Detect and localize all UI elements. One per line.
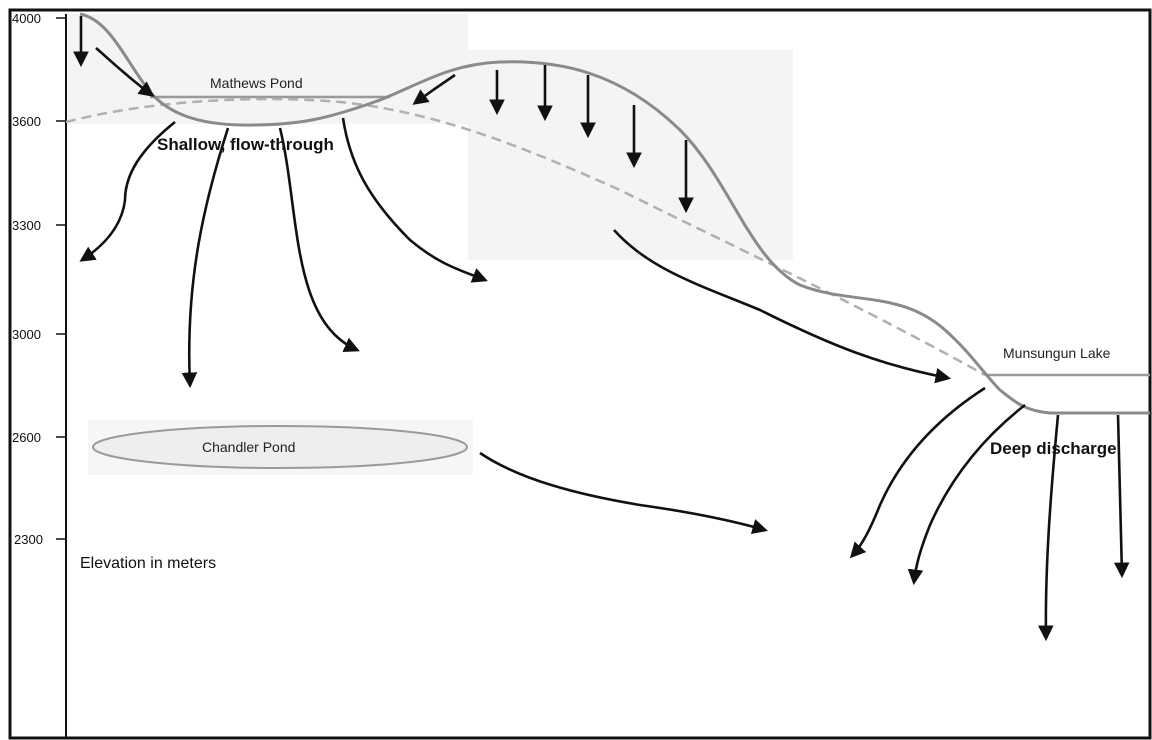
discharge-arrow (849, 386, 986, 559)
tick-label-4000: 4000 (12, 11, 41, 26)
shaded-zone-upper-right (468, 50, 793, 260)
shaded-zone-upper-left (68, 14, 468, 124)
flow-arrow (181, 127, 230, 389)
y-axis-ticks: 4000 3600 3300 3000 2600 2300 (12, 11, 66, 547)
water-table-dashed-line (65, 97, 986, 377)
regional-flow-arrow-upper (613, 229, 952, 384)
tick-label-3600: 3600 (12, 114, 41, 129)
chandler-pond-ellipse (92, 425, 468, 469)
inflow-arrow-right (412, 73, 456, 105)
shallow-flow-arrows (79, 117, 488, 389)
discharge-arrow (1038, 414, 1060, 642)
munsungun-lake-label: Munsungun Lake (1003, 345, 1111, 361)
tick-label-2300: 2300 (14, 532, 43, 547)
deep-discharge-arrows (849, 386, 1130, 642)
chandler-pond-label: Chandler Pond (202, 439, 295, 455)
flow-arrow (341, 117, 488, 283)
inflow-arrow-left (95, 47, 155, 97)
discharge-arrow (1113, 414, 1130, 579)
flow-arrow (278, 127, 360, 352)
tick-label-2600: 2600 (12, 430, 41, 445)
regional-flow-arrow-lower (479, 451, 769, 535)
discharge-arrow (907, 403, 1026, 586)
tick-label-3000: 3000 (12, 327, 41, 342)
tick-label-3300: 3300 (12, 218, 41, 233)
mathews-pond-label: Mathews Pond (210, 75, 303, 91)
deep-discharge-annotation: Deep discharge (990, 439, 1117, 458)
elevation-unit-label: Elevation in meters (80, 555, 216, 572)
shallow-flow-through-annotation: Shallow, flow-through (157, 135, 334, 154)
recharge-arrows (73, 16, 694, 214)
ground-surface-line (79, 12, 1150, 415)
flow-arrow (79, 120, 176, 262)
